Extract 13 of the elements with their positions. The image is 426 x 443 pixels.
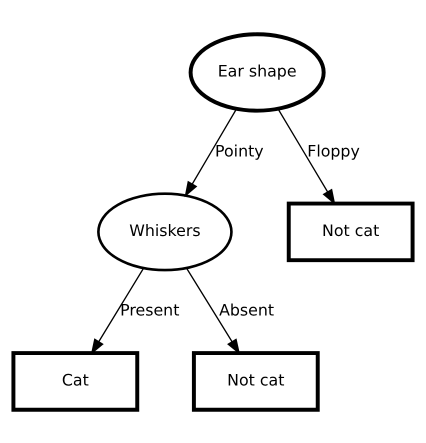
arrow <box>278 108 336 204</box>
edge-label: Present <box>120 300 180 320</box>
edge-label: Absent <box>219 300 274 320</box>
node-ellipse: Whiskers <box>97 192 233 271</box>
arrow <box>184 108 237 197</box>
node-box: Not cat <box>192 350 320 412</box>
edge-label: Pointy <box>215 140 264 160</box>
node-ellipse: Ear shape <box>188 32 326 112</box>
edge-label: Floppy <box>307 140 360 160</box>
node-box: Cat <box>11 350 140 412</box>
arrow <box>90 268 144 354</box>
node-box: Not cat <box>286 201 415 262</box>
arrow <box>186 268 240 354</box>
